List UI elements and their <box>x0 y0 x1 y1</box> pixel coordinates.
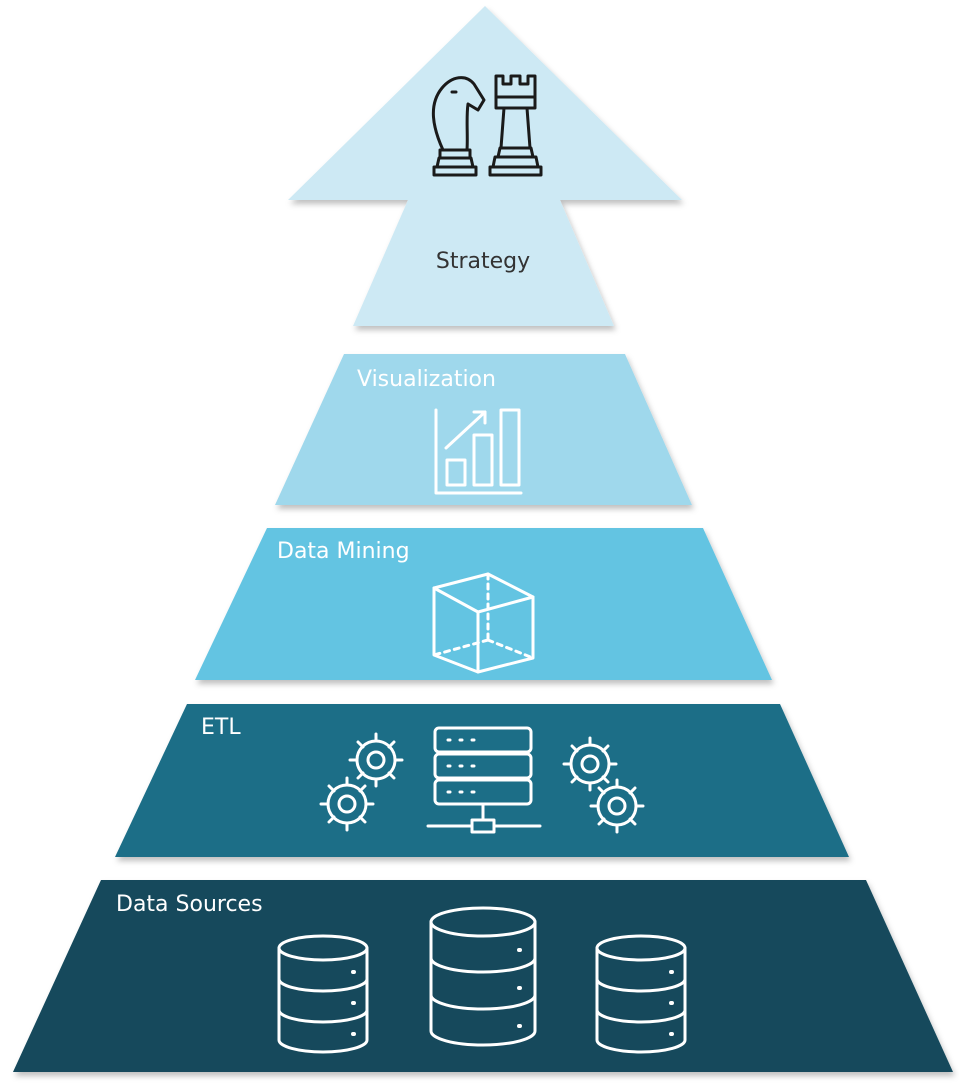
visualization-tier-shape <box>275 354 692 505</box>
bar-chart-growth-icon <box>434 408 523 495</box>
tier-label-strategy: Strategy <box>436 249 530 274</box>
database-icon <box>277 906 687 1054</box>
data-sources-tier-shape <box>13 880 953 1072</box>
server-gears-icon <box>319 726 645 834</box>
data-mining-tier-shape <box>195 528 772 680</box>
tier-etl: ETL <box>115 704 849 857</box>
strategy-arrow-shape <box>288 6 682 326</box>
tier-label-data-mining: Data Mining <box>277 539 410 564</box>
chess-pieces-icon <box>431 74 543 177</box>
cube-icon <box>432 572 535 674</box>
tier-strategy: Strategy <box>288 6 682 326</box>
tier-data-mining: Data Mining <box>195 528 772 680</box>
tier-visualization: Visualization <box>275 354 692 505</box>
tier-label-visualization: Visualization <box>357 367 496 392</box>
tier-label-data-sources: Data Sources <box>116 892 263 917</box>
tier-label-etl: ETL <box>201 715 241 740</box>
tier-data-sources: Data Sources <box>13 880 953 1072</box>
